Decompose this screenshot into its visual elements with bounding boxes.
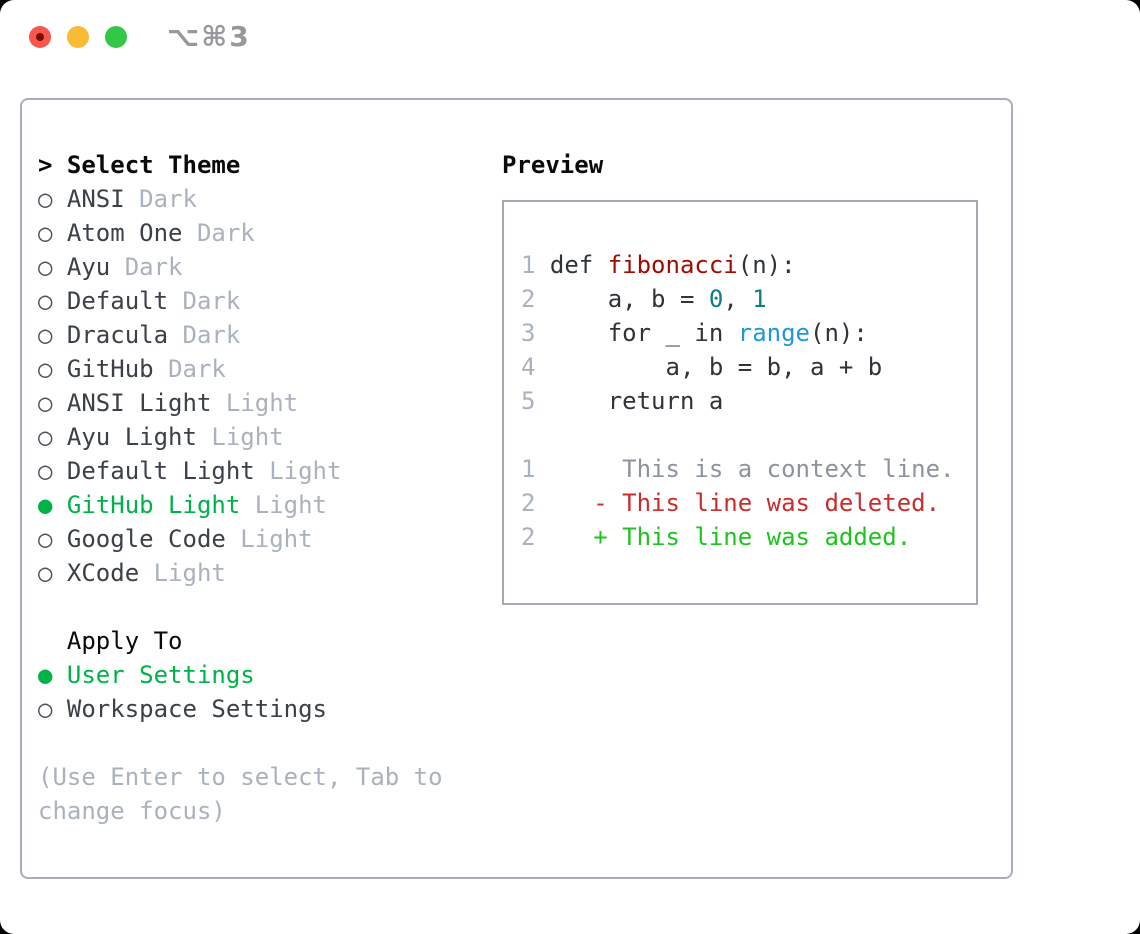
theme-variant: Light [254,491,327,519]
theme-name: ANSI [66,185,140,213]
unselected-bullet-icon: ○ [38,389,67,417]
titlebar: ⌥⌘3 [0,0,1140,76]
hint-text: change focus) [38,797,226,825]
theme-name: Atom One [66,219,197,247]
theme-name: Default [66,287,183,315]
theme-selector-panel: > Select Theme○ ANSI Dark○ Atom One Dark… [20,98,1013,879]
theme-item-github-light-light[interactable]: ● GitHub Light Light [38,488,498,522]
code-line [521,418,976,452]
theme-name: Dracula [66,321,183,349]
theme-name: Default Light [66,457,270,485]
theme-variant: Light [225,389,299,417]
theme-variant: Light [153,559,226,587]
theme-name: Ayu [66,253,125,281]
theme-item-default-dark[interactable]: ○ Default Dark [38,284,498,318]
theme-variant: Dark [139,185,197,213]
theme-variant: Dark [196,219,255,247]
apply-option-label: Workspace Settings [66,695,327,723]
theme-variant: Dark [124,253,183,281]
theme-name: GitHub Light [66,491,255,519]
code-line: 4 a, b = b, a + b [521,353,883,381]
unselected-bullet-icon: ○ [38,287,67,315]
window-title: ⌥⌘3 [167,20,251,53]
maximize-button[interactable] [105,26,127,48]
theme-variant: Dark [182,321,241,349]
code-preview: 1 def fibonacci(n): 2 a, b = 0, 1 3 for _ … [504,202,976,554]
apply-to-header: Apply To [38,624,498,658]
unselected-bullet-icon: ○ [38,321,67,349]
code-line: 1 def fibonacci(n): [521,251,796,279]
theme-item-default-light-light[interactable]: ○ Default Light Light [38,454,498,488]
preview-box: 1 def fibonacci(n): 2 a, b = 0, 1 3 for _ … [502,200,978,605]
code-line: 2 a, b = 0, 1 [521,285,767,313]
theme-item-ayu-light-light[interactable]: ○ Ayu Light Light [38,420,498,454]
close-button[interactable] [29,26,51,48]
theme-variant: Light [269,457,342,485]
select-theme-label: Select Theme [66,151,241,179]
preview-column: Preview 1 def fibonacci(n): 2 a, b = 0, 1… [502,148,980,605]
theme-name: Google Code [66,525,241,553]
unselected-bullet-icon: ○ [38,525,67,553]
selected-bullet-icon: ● [38,661,67,689]
prompt-icon: > [38,151,67,179]
unselected-bullet-icon: ○ [38,253,67,281]
theme-variant: Dark [168,355,226,383]
unselected-bullet-icon: ○ [38,219,67,247]
hint-text: (Use Enter to select, Tab to [38,763,443,791]
unselected-bullet-icon: ○ [38,559,67,587]
theme-item-ansi-dark[interactable]: ○ ANSI Dark [38,182,498,216]
preview-header: Preview [502,151,604,179]
theme-name: XCode [66,559,154,587]
theme-variant: Light [211,423,284,451]
unselected-bullet-icon: ○ [38,423,67,451]
unselected-bullet-icon: ○ [38,185,67,213]
theme-name: ANSI Light [66,389,226,417]
apply-option-label: User Settings [66,661,255,689]
unselected-bullet-icon: ○ [38,695,67,723]
theme-item-google-code-light[interactable]: ○ Google Code Light [38,522,498,556]
selected-bullet-icon: ● [38,491,67,519]
theme-item-ansi-light-light[interactable]: ○ ANSI Light Light [38,386,498,420]
apply-option-user-settings[interactable]: ● User Settings [38,658,498,692]
theme-name: Ayu Light [66,423,212,451]
code-line: 2 + This line was added. [521,523,912,551]
code-line: 5 return a [521,387,724,415]
theme-item-github-dark[interactable]: ○ GitHub Dark [38,352,498,386]
minimize-button[interactable] [67,26,89,48]
theme-variant: Light [240,525,313,553]
theme-item-dracula-dark[interactable]: ○ Dracula Dark [38,318,498,352]
theme-item-atom-one-dark[interactable]: ○ Atom One Dark [38,216,498,250]
theme-variant: Dark [182,287,241,315]
theme-item-ayu-dark[interactable]: ○ Ayu Dark [38,250,498,284]
theme-name: GitHub [66,355,169,383]
code-line: 3 for _ in range(n): [521,319,868,347]
code-line: 2 - This line was deleted. [521,489,941,517]
theme-item-xcode-light[interactable]: ○ XCode Light [38,556,498,590]
code-line: 1 This is a context line. [521,455,955,483]
select-theme-header: > Select Theme [38,148,498,182]
theme-list-column: > Select Theme○ ANSI Dark○ Atom One Dark… [38,148,498,828]
unselected-bullet-icon: ○ [38,457,67,485]
apply-to-label: Apply To [38,627,183,655]
apply-option-workspace-settings[interactable]: ○ Workspace Settings [38,692,498,726]
unselected-bullet-icon: ○ [38,355,67,383]
unsaved-dot-icon [36,33,44,41]
